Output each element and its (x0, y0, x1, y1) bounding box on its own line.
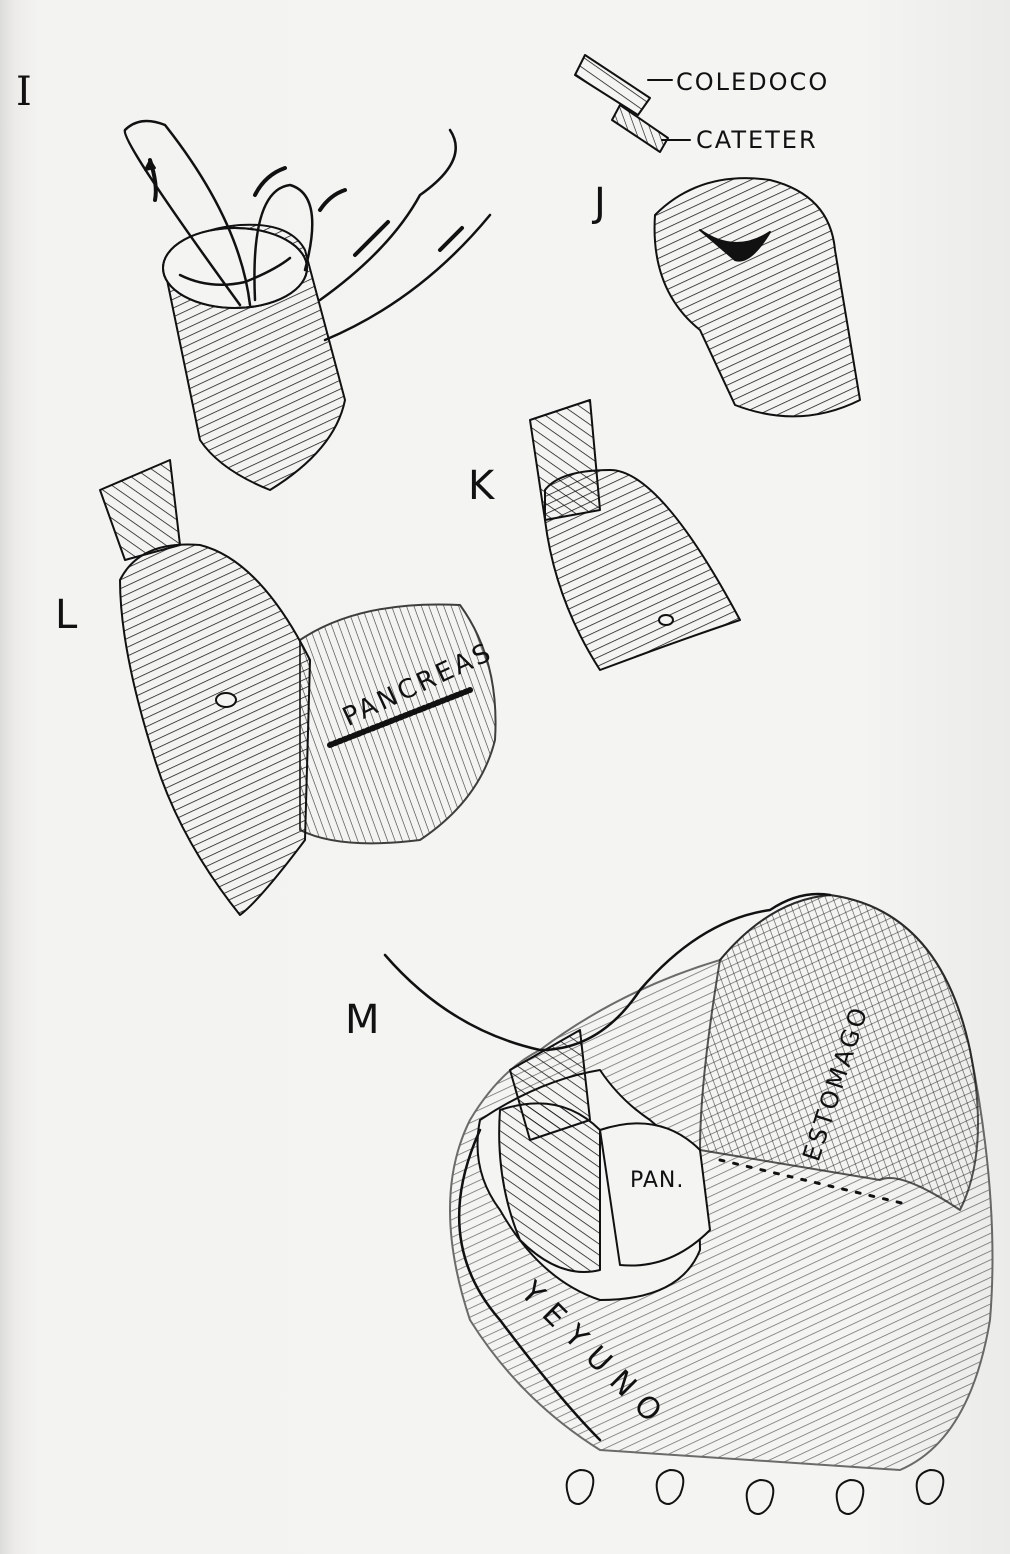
panel-label-K: K (468, 466, 494, 506)
label-coledoco: COLEDOCO (676, 70, 829, 94)
panel-label-J: J (594, 183, 606, 223)
panel-I-drawing (125, 121, 490, 490)
panel-J-drawing (655, 178, 860, 416)
coledoco-catheter-inset (575, 55, 690, 152)
label-pan: PAN. (630, 1170, 684, 1192)
panel-label-M: M (345, 1000, 380, 1040)
panel-label-L: L (55, 595, 77, 635)
panel-M-drawing (385, 894, 993, 1514)
panel-K-drawing (530, 400, 740, 670)
label-cateter: CATETER (696, 128, 818, 152)
panel-label-I: I (16, 72, 32, 112)
